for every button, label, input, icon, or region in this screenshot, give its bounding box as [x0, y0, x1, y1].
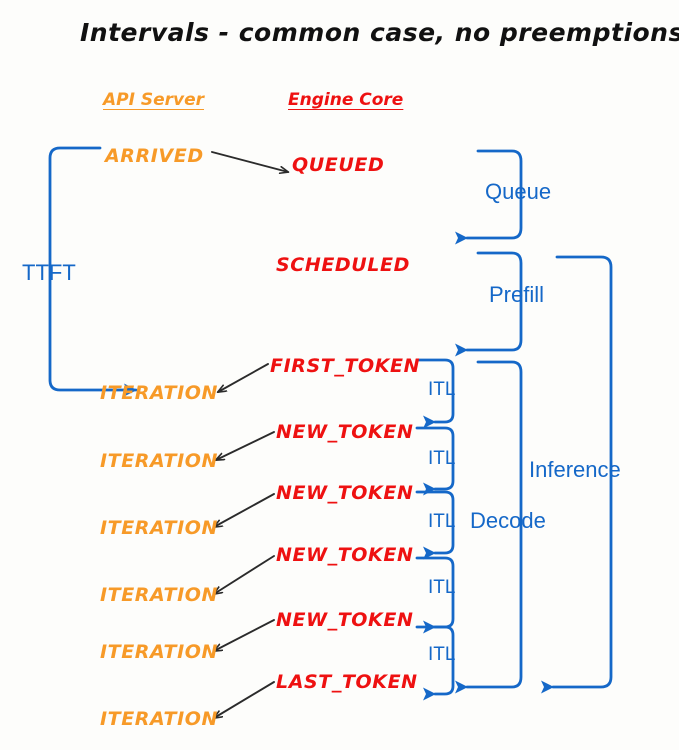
state-arrived: ARRIVED — [105, 145, 204, 167]
column-header-engine-core: Engine Core — [288, 90, 404, 110]
state-iteration-1: ITERATION — [100, 382, 219, 404]
label-itl-1: ITL — [428, 379, 456, 400]
label-queue: Queue — [485, 179, 552, 204]
state-new-token-2: NEW_TOKEN — [276, 482, 414, 504]
state-first-token: FIRST_TOKEN — [270, 355, 421, 377]
state-queued: QUEUED — [292, 154, 385, 176]
state-new-token-3: NEW_TOKEN — [276, 544, 414, 566]
label-inference: Inference — [529, 457, 621, 482]
arrow-new-token-to-iteration-4 — [214, 619, 275, 651]
label-itl-4: ITL — [428, 577, 456, 598]
arrow-last-token-to-iteration — [214, 681, 275, 718]
arrow-new-token-to-iteration-3 — [214, 555, 275, 594]
state-iteration-6: ITERATION — [100, 708, 219, 730]
arrow-arrived-to-queued — [211, 151, 288, 172]
label-itl-2: ITL — [428, 448, 456, 469]
label-itl-3: ITL — [428, 511, 456, 532]
state-iteration-2: ITERATION — [100, 450, 219, 472]
state-scheduled: SCHEDULED — [276, 254, 410, 276]
label-decode: Decode — [470, 508, 546, 533]
state-iteration-5: ITERATION — [100, 641, 219, 663]
state-new-token-1: NEW_TOKEN — [276, 421, 414, 443]
arrow-new-token-to-iteration-2 — [214, 493, 275, 527]
page-title: Intervals - common case, no preemptions — [80, 18, 679, 47]
arrow-new-token-to-iteration-1 — [216, 431, 275, 460]
state-iteration-3: ITERATION — [100, 517, 219, 539]
column-header-api-server: API Server — [103, 90, 205, 110]
label-ttft: TTFT — [22, 260, 76, 285]
label-itl-5: ITL — [428, 644, 456, 665]
arrow-first-token-to-iteration — [218, 363, 269, 392]
state-last-token: LAST_TOKEN — [276, 671, 418, 693]
state-iteration-4: ITERATION — [100, 584, 219, 606]
label-prefill: Prefill — [489, 282, 545, 307]
state-new-token-4: NEW_TOKEN — [276, 609, 414, 631]
